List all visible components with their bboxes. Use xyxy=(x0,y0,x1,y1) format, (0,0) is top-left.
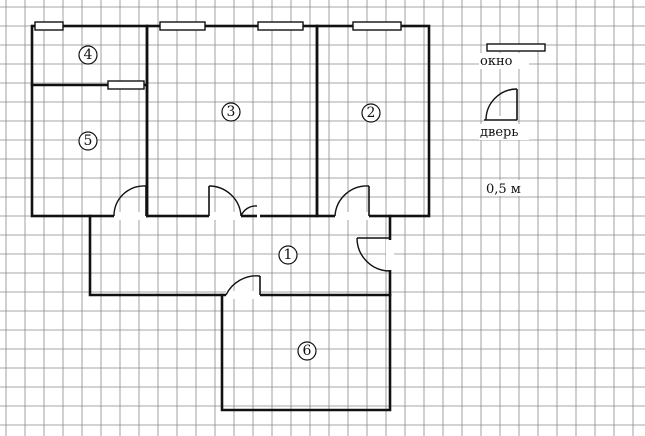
door-room-6 xyxy=(225,275,261,299)
door-room-2 xyxy=(334,185,370,220)
door-room-3-left xyxy=(208,185,242,220)
room-number-3: 3 xyxy=(227,104,236,120)
room-number-6: 6 xyxy=(303,343,312,359)
door-hall-right xyxy=(356,237,394,272)
window-room-3-left xyxy=(159,21,206,31)
window-room-3-right xyxy=(257,21,304,31)
room-number-2: 2 xyxy=(367,105,376,121)
legend-door-symbol xyxy=(484,88,518,124)
room-number-1: 1 xyxy=(284,247,293,263)
room-number-4: 4 xyxy=(84,47,93,63)
legend-scale-label: 0,5 м xyxy=(486,182,521,197)
doors xyxy=(113,185,394,299)
room-label-4: 4 xyxy=(78,45,98,65)
windows xyxy=(34,21,402,90)
window-room-2 xyxy=(352,21,402,31)
room-label-1: 1 xyxy=(278,245,298,265)
legend: окно дверь 0,5 м xyxy=(479,43,546,197)
legend-door-label: дверь xyxy=(480,125,518,140)
legend-window-label: окно xyxy=(480,54,513,69)
wall-room-6 xyxy=(220,293,392,412)
room-label-5: 5 xyxy=(78,131,98,151)
door-room-5 xyxy=(113,185,147,220)
door-room-3-right xyxy=(240,205,260,220)
room-label-6: 6 xyxy=(297,341,317,361)
window-room-5 xyxy=(107,80,145,90)
window-room-4 xyxy=(34,21,64,31)
legend-window-symbol xyxy=(486,43,546,52)
room-number-5: 5 xyxy=(84,133,93,149)
room-label-3: 3 xyxy=(221,102,241,122)
room-label-2: 2 xyxy=(361,103,381,123)
